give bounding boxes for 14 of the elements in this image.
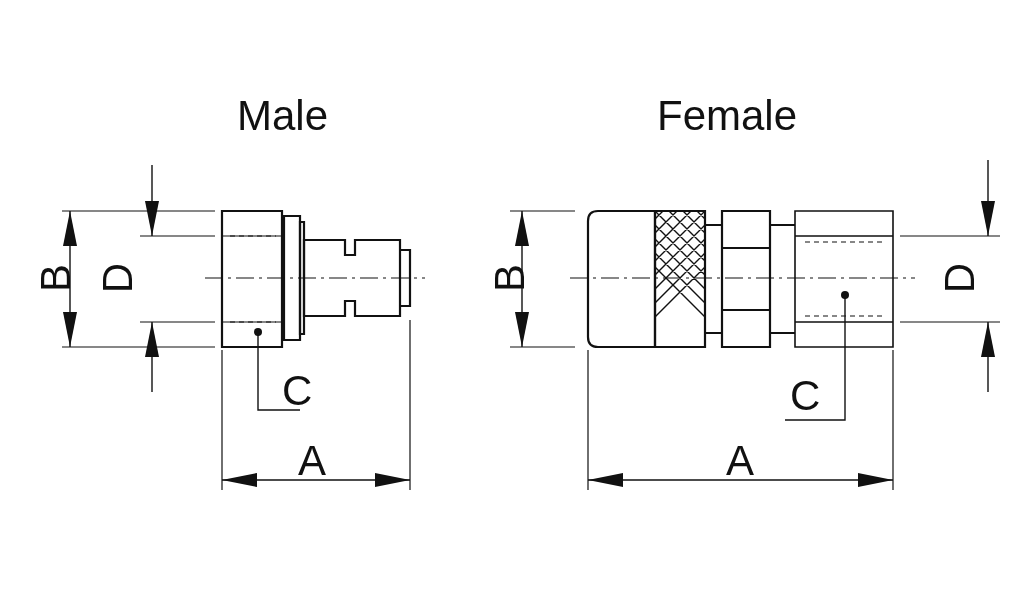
dimension-label: A <box>726 440 754 482</box>
coupling-drawing <box>204 209 426 349</box>
dimension-label: A <box>298 440 326 482</box>
leader-line <box>254 328 301 411</box>
callout-letter: C <box>790 375 821 417</box>
heading: Male <box>237 95 329 137</box>
heading: Female <box>657 95 798 137</box>
dimension-label: D <box>939 262 981 294</box>
coupling-drawing <box>569 209 916 349</box>
dimension-label: D <box>97 262 139 294</box>
callout-letter: C <box>282 370 313 412</box>
dimension-label: B <box>489 264 531 292</box>
dimension-label: B <box>35 264 77 292</box>
leader-line <box>784 291 849 421</box>
